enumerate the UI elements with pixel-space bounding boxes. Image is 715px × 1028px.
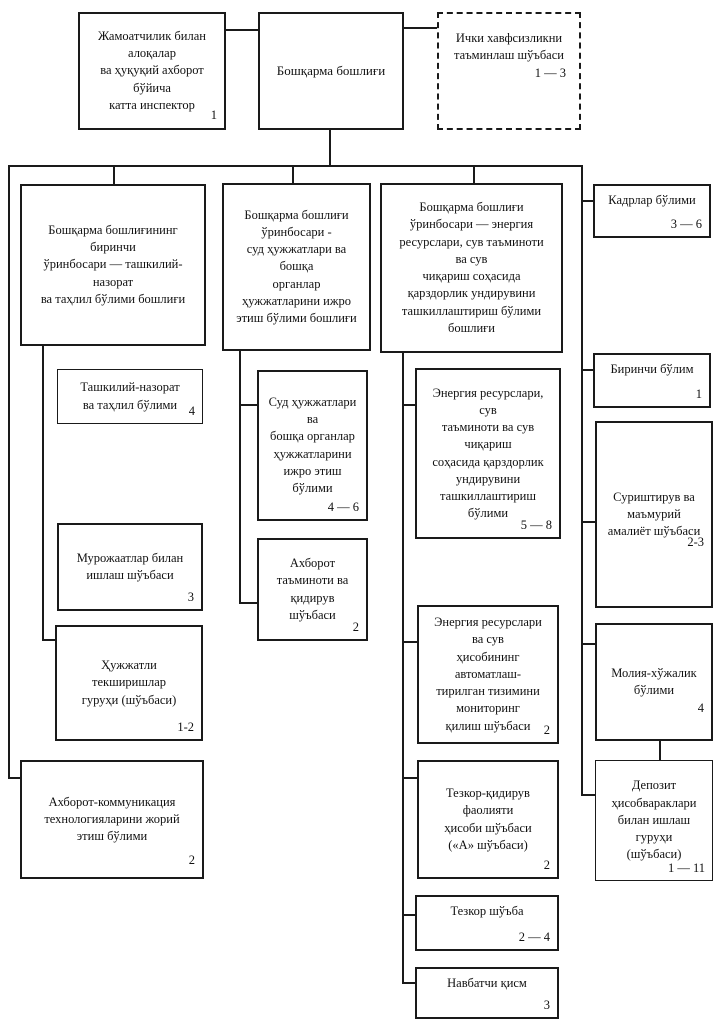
connector-line: [402, 777, 418, 779]
staff-count: 2: [352, 619, 359, 634]
node-duty-unit: Навбатчи қисм 3: [415, 967, 559, 1019]
node-label: Биринчи бўлим: [610, 362, 694, 376]
connector-line: [8, 777, 22, 779]
node-ict-implementation: Ахборот-коммуникация технологияларини жо…: [20, 760, 204, 879]
staff-count: 5 — 8: [520, 517, 552, 532]
staff-count: 2: [543, 857, 550, 872]
node-label: Депозит ҳисобвараклари билан ишлаш гуруҳ…: [611, 778, 697, 862]
staff-count: 2: [543, 722, 550, 737]
staff-count: 4: [697, 700, 704, 715]
connector-line: [239, 404, 258, 406]
node-label: Тезкор шўъба: [450, 904, 524, 918]
connector-line: [581, 200, 594, 202]
node-label: Энергия ресурслари, сув таъминоти ва сув…: [432, 385, 544, 521]
node-energy-debt-collection: Энергия ресурслари, сув таъминоти ва сув…: [415, 368, 561, 539]
node-label: Кадрлар бўлими: [608, 193, 696, 207]
node-operative-unit: Тезкор шўъба 2 — 4: [415, 895, 559, 951]
node-department-head: Бошқарма бошлиғи: [258, 12, 404, 130]
staff-count: 1 — 3: [534, 65, 566, 80]
node-automated-monitoring: Энергия ресурслари ва сув ҳисобининг авт…: [417, 605, 559, 744]
node-label: Ахборот таъминоти ва қидирув шўъбаси: [276, 556, 349, 622]
node-label: Бошқарма бошлиғи ўринбосари — энергия ре…: [399, 200, 544, 335]
node-finance-economic: Молия-хўжалик бўлими 4: [595, 623, 713, 741]
connector-line: [404, 27, 437, 29]
staff-count: 3: [187, 589, 194, 604]
connector-line: [8, 165, 583, 167]
connector-line: [292, 165, 294, 183]
connector-line: [402, 982, 416, 984]
node-org-control-analysis: Ташкилий-назорат ва таҳлил бўлими 4: [57, 369, 203, 424]
node-label: Бошқарма бошлиғи: [276, 63, 386, 79]
connector-line: [581, 165, 583, 796]
connector-line: [473, 165, 475, 183]
node-label: Навбатчи қисм: [447, 976, 527, 990]
node-label: Бошқарма бошлиғининг биринчи ўринбосари …: [40, 222, 186, 306]
connector-line: [402, 641, 418, 643]
node-label: Бошқарма бошлиғи ўринбосари - суд ҳужжат…: [236, 207, 357, 326]
node-hr-department: Кадрлар бўлими 3 — 6: [593, 184, 711, 238]
node-label: Энергия ресурслари ва сув ҳисобининг авт…: [434, 615, 542, 733]
connector-line: [42, 639, 56, 641]
node-label: Ҳужжатли текширишлар гуруҳи (шўъбаси): [81, 658, 177, 707]
node-label: Тезкор-қидирув фаолияти ҳисоби шўъбаси (…: [444, 786, 532, 852]
staff-count: 1-2: [177, 719, 194, 734]
connector-line: [402, 404, 416, 406]
node-first-deputy: Бошқарма бошлиғининг биринчи ўринбосари …: [20, 184, 206, 346]
connector-line: [659, 740, 661, 761]
node-info-support-search: Ахборот таъминоти ва қидирув шўъбаси 2: [257, 538, 368, 641]
node-label: Ахборот-коммуникация технологияларини жо…: [44, 794, 180, 844]
node-label: Суриштирув ва маъмурий амалиёт шўъбаси: [607, 489, 701, 539]
node-label: Мурожаатлар билан ишлаш шўъбаси: [76, 550, 184, 582]
node-label: Ички хавфсизликни таъминлаш шўъбаси: [454, 31, 564, 63]
node-deposit-accounts: Депозит ҳисобвараклари билан ишлаш гуруҳ…: [595, 760, 713, 881]
connector-line: [239, 350, 241, 604]
staff-count: 3: [543, 997, 550, 1012]
node-inquiry-admin: Суриштирув ва маъмурий амалиёт шўъбаси 2…: [595, 421, 713, 608]
connector-line: [581, 643, 596, 645]
node-label: Молия-хўжалик бўлими: [611, 665, 697, 697]
connector-line: [113, 165, 115, 184]
connector-line: [581, 794, 596, 796]
connector-line: [42, 345, 44, 641]
node-first-division: Биринчи бўлим 1: [593, 353, 711, 408]
node-label: Суд ҳужжатлари ва бошқа органлар ҳужжатл…: [268, 394, 357, 495]
staff-count: 4 — 6: [327, 499, 359, 514]
connector-line: [239, 602, 258, 604]
node-appeals-handling: Мурожаатлар билан ишлаш шўъбаси 3: [57, 523, 203, 611]
staff-count: 2: [188, 852, 195, 867]
staff-count: 1: [210, 107, 217, 122]
staff-count: 1 — 11: [667, 860, 705, 875]
connector-line: [329, 130, 331, 166]
staff-count: 2 — 4: [518, 929, 550, 944]
staff-count: 1: [695, 386, 702, 401]
node-court-docs-execution: Суд ҳужжатлари ва бошқа органлар ҳужжатл…: [257, 370, 368, 521]
connector-line: [402, 352, 404, 984]
connector-line: [581, 369, 596, 371]
node-operative-search-accounting: Тезкор-қидирув фаолияти ҳисоби шўъбаси (…: [417, 760, 559, 879]
node-senior-inspector: Жамоатчилик билан алоқалар ва ҳуқуқий ах…: [78, 12, 226, 130]
node-label: Жамоатчилик билан алоқалар ва ҳуқуқий ах…: [98, 28, 206, 112]
staff-count: 3 — 6: [670, 216, 702, 231]
staff-count: 4: [188, 403, 195, 418]
connector-line: [8, 165, 10, 779]
node-internal-security: Ички хавфсизликни таъминлаш шўъбаси 1 — …: [437, 12, 581, 130]
node-deputy-court-docs: Бошқарма бошлиғи ўринбосари - суд ҳужжат…: [222, 183, 371, 351]
connector-line: [226, 29, 258, 31]
node-deputy-energy: Бошқарма бошлиғи ўринбосари — энергия ре…: [380, 183, 563, 353]
staff-count: 2-3: [687, 534, 704, 549]
node-documentary-checks: Ҳужжатли текширишлар гуруҳи (шўъбаси) 1-…: [55, 625, 203, 741]
node-label: Ташкилий-назорат ва таҳлил бўлими: [80, 380, 180, 412]
connector-line: [402, 914, 416, 916]
connector-line: [581, 521, 596, 523]
